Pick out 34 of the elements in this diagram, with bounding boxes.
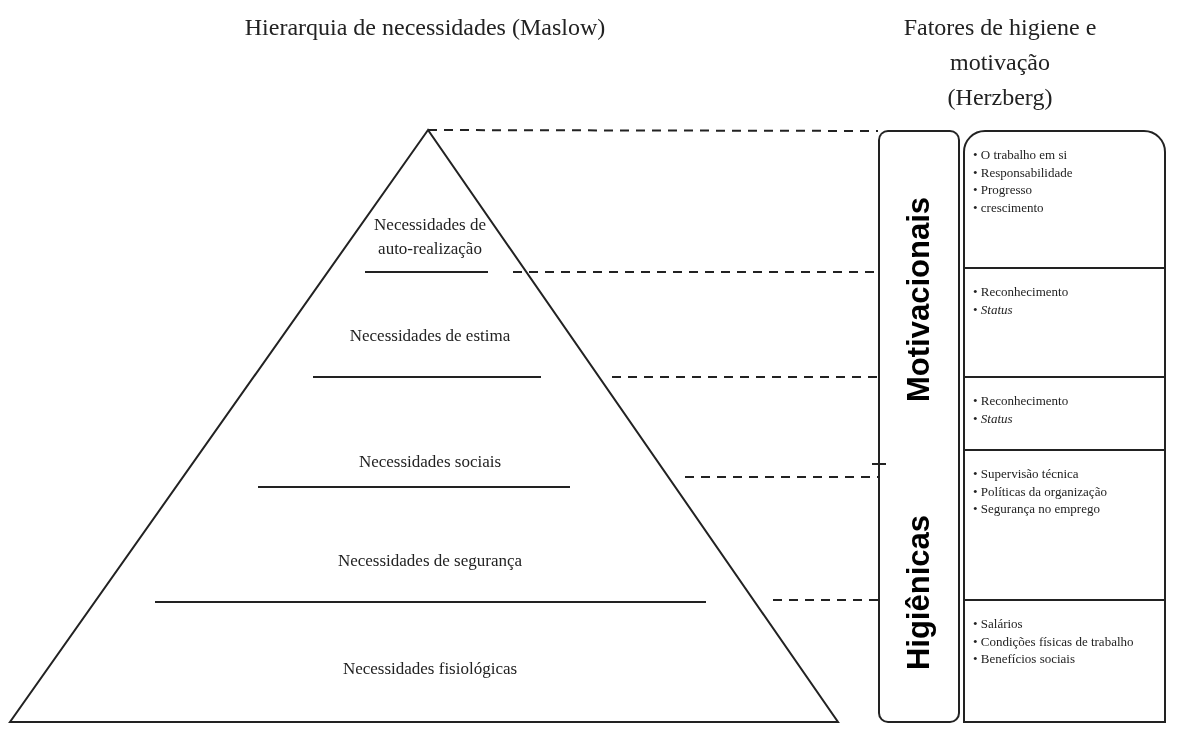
- list-item: • Salários: [973, 615, 1024, 633]
- list-item: • Segurança no emprego: [973, 500, 1101, 518]
- pyramid-level: Necessidades de segurança: [320, 528, 540, 594]
- list-item: • crescimento: [973, 198, 1045, 217]
- category-label: Higiênicas: [901, 514, 937, 671]
- list-item: • Responsabilidade: [973, 163, 1074, 182]
- factor-cell: [963, 599, 1166, 723]
- list-item: • Reconhecimento: [973, 392, 1070, 410]
- factor-cell: [963, 267, 1166, 378]
- dashed-connector: [611, 376, 879, 378]
- category-band: [878, 130, 960, 466]
- list-item: • Políticas da organização: [973, 482, 1108, 501]
- pyramid-level: Necessidades de auto-realização: [355, 212, 505, 262]
- dashed-connector: [427, 129, 879, 132]
- list-item: • Benefícios sociais: [973, 650, 1077, 668]
- factor-cell: [963, 376, 1166, 451]
- list-item: • Status: [973, 409, 1014, 428]
- factor-cell: [963, 130, 1166, 269]
- pyramid-level: Necessidades sociais: [330, 445, 530, 479]
- list-item: • Status: [973, 300, 1014, 319]
- dashed-connector: [684, 476, 879, 478]
- category-band: [878, 464, 960, 723]
- list-item: • O trabalho em si: [973, 146, 1069, 164]
- list-item: • Supervisão técnica: [973, 465, 1080, 483]
- factor-cell: [963, 449, 1166, 601]
- dashed-connector: [772, 599, 879, 601]
- pyramid-level: Necessidades de estima: [335, 303, 525, 369]
- pyramid-level: Necessidades fisiológicas: [320, 636, 540, 702]
- list-item: • Progresso: [973, 181, 1034, 199]
- list-item: • Condições físicas de trabalho: [973, 632, 1135, 651]
- category-label: Motivacionais: [901, 196, 937, 402]
- heading: Fatores de higiene e motivação (Herzberg): [902, 13, 1098, 112]
- list-item: • Reconhecimento: [973, 283, 1070, 301]
- heading: Hierarquia de necessidades (Maslow): [244, 13, 606, 42]
